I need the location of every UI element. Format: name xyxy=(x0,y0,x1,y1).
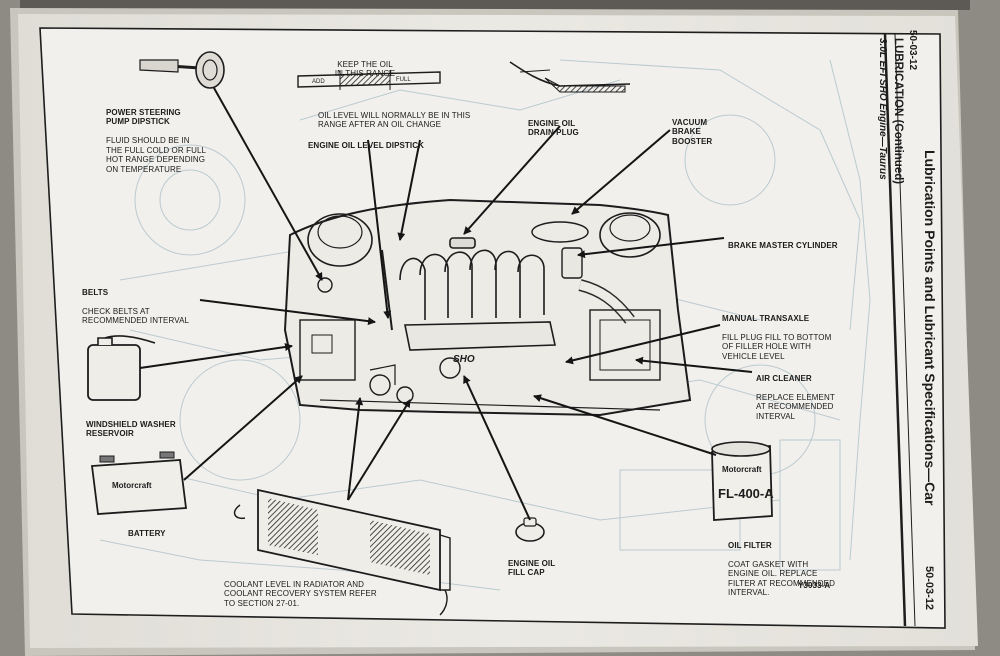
callout-engine-oil-dipstick: ENGINE OIL LEVEL DIPSTICK xyxy=(308,131,458,160)
callout-title: BRAKE MASTER CYLINDER xyxy=(728,240,838,250)
callout-desc: REPLACE ELEMENT AT RECOMMENDED INTERVAL xyxy=(756,392,835,421)
washer-reservoir-drawing xyxy=(87,335,156,401)
radiator-drawing xyxy=(233,488,451,616)
callout-title: VACUUM BRAKE BOOSTER xyxy=(672,117,713,146)
callout-brake-master: BRAKE MASTER CYLINDER xyxy=(728,231,858,260)
engine-title: 3.0L EFI SHO Engine—Taurus xyxy=(877,38,888,180)
callout-drain-plug: ENGINE OIL DRAIN PLUG xyxy=(528,109,588,147)
callout-title: BELTS xyxy=(82,287,109,297)
subsection-title: LUBRICATION (Continued) xyxy=(892,38,904,185)
power-steering-dipstick-drawing xyxy=(139,51,225,89)
oil-fill-cap-drawing xyxy=(515,517,545,542)
callout-title: BATTERY xyxy=(128,528,166,538)
callout-desc: KEEP THE OIL IN THIS RANGE xyxy=(334,59,396,79)
callout-title: ENGINE OIL DRAIN PLUG xyxy=(528,118,579,138)
callout-desc: CHECK BELTS AT RECOMMENDED INTERVAL xyxy=(82,306,190,326)
callout-desc: FILL PLUG FILL TO BOTTOM OF FILLER HOLE … xyxy=(722,332,832,361)
callout-title: ENGINE OIL LEVEL DIPSTICK xyxy=(308,140,424,150)
callout-fill-cap: ENGINE OIL FILL CAP xyxy=(508,549,558,587)
callout-vacuum-booster: VACUUM BRAKE BOOSTER xyxy=(672,108,732,156)
callout-battery: BATTERY xyxy=(128,519,188,548)
dipstick-full-mark: FULL xyxy=(396,77,411,83)
figure-id: Y3033-A xyxy=(798,581,831,590)
callout-oil-level-note: OIL LEVEL WILL NORMALLY BE IN THIS RANGE… xyxy=(318,101,478,139)
callout-coolant: COOLANT LEVEL IN RADIATOR AND COOLANT RE… xyxy=(224,570,384,618)
filter-model: FL-400-A xyxy=(718,486,774,501)
callout-washer-reservoir: WINDSHIELD WASHER RESERVOIR xyxy=(86,410,176,448)
callout-desc: COOLANT LEVEL IN RADIATOR AND COOLANT RE… xyxy=(224,579,377,608)
engine-oil-dipstick-drawing: ADD FULL xyxy=(297,70,441,90)
callout-desc: FLUID SHOULD BE IN THE FULL COLD OR FULL… xyxy=(106,136,206,174)
callout-power-steering: POWER STEERING PUMP DIPSTICK FLUID SHOUL… xyxy=(106,98,206,184)
callout-title: WINDSHIELD WASHER RESERVOIR xyxy=(86,419,176,439)
page-number-bottom: 50-03-12 xyxy=(923,566,935,611)
dipstick-add-mark: ADD xyxy=(312,79,325,85)
battery-brand: Motorcraft xyxy=(112,481,152,490)
callout-oil-filter: OIL FILTER COAT GASKET WITH ENGINE OIL. … xyxy=(728,531,838,607)
callout-title: MANUAL TRANSAXLE xyxy=(722,313,810,323)
callout-desc: COAT GASKET WITH ENGINE OIL. REPLACE FIL… xyxy=(728,559,835,598)
callout-title: OIL FILTER xyxy=(728,540,772,550)
callout-air-cleaner: AIR CLEANER REPLACE ELEMENT AT RECOMMEND… xyxy=(756,364,846,431)
filter-brand: Motorcraft xyxy=(722,465,762,474)
section-title: Lubrication Points and Lubricant Specifi… xyxy=(922,150,938,506)
callout-keep-oil: KEEP THE OIL IN THIS RANGE xyxy=(334,50,396,88)
callout-title: AIR CLEANER xyxy=(756,373,812,383)
engine-bay-illustration: SHO xyxy=(283,198,692,417)
callout-manual-transaxle: MANUAL TRANSAXLE FILL PLUG FILL TO BOTTO… xyxy=(722,304,832,371)
page-number-top: 50-03-12 xyxy=(907,30,918,71)
callout-belts: BELTS CHECK BELTS AT RECOMMENDED INTERVA… xyxy=(82,278,202,335)
callout-title: ENGINE OIL FILL CAP xyxy=(508,558,556,578)
callout-desc: OIL LEVEL WILL NORMALLY BE IN THIS RANGE… xyxy=(318,110,471,130)
sho-badge: SHO xyxy=(453,354,475,365)
callout-title: POWER STEERING PUMP DIPSTICK xyxy=(106,107,181,127)
battery-drawing: Motorcraft xyxy=(90,451,188,515)
drain-plug-drawing xyxy=(509,61,631,93)
callout-leaders xyxy=(139,87,753,521)
oil-filter-drawing: Motorcraft FL-400-A xyxy=(711,441,774,521)
